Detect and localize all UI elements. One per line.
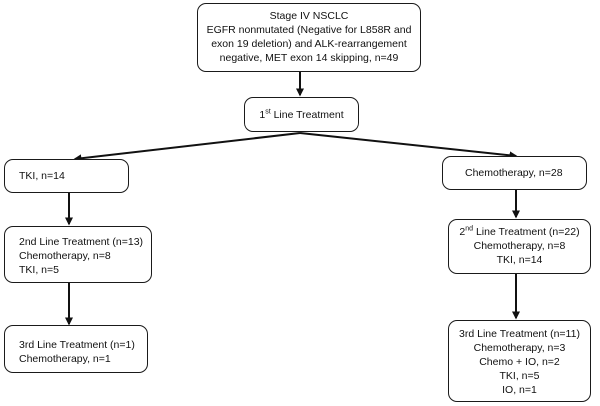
right-third-line-chemo-io: Chemo + IO, n=2 (479, 356, 560, 368)
left-second-line-title: 2nd Line Treatment (n=13) (19, 236, 144, 248)
tki-label: TKI, n=14 (19, 170, 65, 182)
left-third-line-chemo: Chemotherapy, n=1 (19, 353, 111, 365)
root-box: Stage IV NSCLC EGFR nonmutated (Negative… (197, 3, 421, 72)
tki-box: TKI, n=14 (4, 159, 129, 193)
arrow-first-line-to-chemo (299, 132, 518, 160)
left-second-line-chemo: Chemotherapy, n=8 (19, 250, 111, 262)
right-third-line-io: IO, n=1 (502, 384, 537, 396)
left-second-line-tki: TKI, n=5 (19, 264, 59, 276)
first-line-box: 1st Line Treatment (244, 97, 359, 132)
root-line-4: negative, MET exon 14 skipping, n=49 (219, 52, 399, 64)
right-second-line-title: 2nd Line Treatment (n=22) (459, 225, 580, 239)
root-line-1: Stage IV NSCLC (269, 10, 349, 22)
right-third-line-tki: TKI, n=5 (499, 370, 540, 382)
left-third-line-title: 3rd Line Treatment (n=1) (19, 339, 135, 351)
chemo-label: Chemotherapy, n=28 (465, 167, 563, 179)
right-second-line-box: 2nd Line Treatment (n=22) Chemotherapy, … (448, 219, 591, 274)
first-line-label: 1st Line Treatment (259, 108, 344, 122)
right-second-line-chemo: Chemotherapy, n=8 (473, 240, 566, 252)
right-third-line-chemo: Chemotherapy, n=3 (473, 342, 566, 354)
root-line-2: EGFR nonmutated (Negative for L858R and (206, 24, 412, 36)
right-third-line-box: 3rd Line Treatment (n=11) Chemotherapy, … (448, 320, 591, 402)
right-second-line-tki: TKI, n=14 (496, 254, 543, 266)
right-third-line-title: 3rd Line Treatment (n=11) (459, 328, 580, 340)
left-third-line-box: 3rd Line Treatment (n=1) Chemotherapy, n… (4, 325, 148, 373)
left-second-line-box: 2nd Line Treatment (n=13) Chemotherapy, … (4, 226, 152, 283)
root-line-3: exon 19 deletion) and ALK-rearrangement (211, 38, 407, 50)
chemo-box: Chemotherapy, n=28 (442, 156, 587, 190)
arrow-first-line-to-tki (73, 132, 301, 163)
